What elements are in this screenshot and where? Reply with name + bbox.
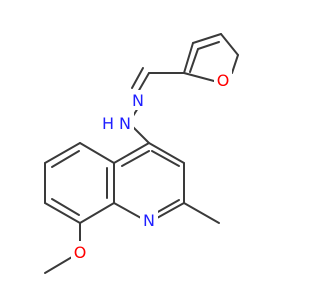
substituents bbox=[44, 202, 220, 274]
bond-b-c8-c8a bbox=[79, 202, 115, 224]
furan-ring bbox=[183, 33, 239, 82]
quinoline-rings bbox=[44, 142, 185, 224]
bond-q-c2-n-inner bbox=[155, 199, 180, 214]
bond-q-c4-c3 bbox=[148, 142, 185, 164]
methoxy-oxygen-label: O bbox=[74, 243, 87, 262]
bond-b-c5-c6-inner bbox=[51, 150, 80, 168]
bond-furan-c3-c4-inner bbox=[197, 41, 220, 50]
bond-ch-n-double-1 bbox=[137, 72, 150, 93]
bond-q-c4a-c4 bbox=[113, 142, 150, 164]
bond-furan-c2-c3-inner bbox=[189, 48, 199, 73]
bond-q-c4-c3-inner bbox=[151, 150, 180, 167]
bond-o-ch3-methoxy bbox=[44, 256, 73, 274]
bond-furan-o-c2 bbox=[183, 72, 215, 82]
bond-furan-c5-o bbox=[231, 54, 239, 74]
bond-q-c2-n bbox=[156, 202, 185, 219]
bond-b-c5-c6 bbox=[44, 142, 81, 164]
hydrazine-nitrogen-label: N bbox=[119, 114, 131, 133]
bond-b-c7-c8 bbox=[44, 202, 81, 224]
atom-labels: O N N H N O bbox=[71, 69, 232, 262]
structure-drawing: O N N H N O bbox=[44, 33, 239, 274]
bond-furan-c2-c3 bbox=[183, 42, 194, 74]
bond-furan-c3-c4 bbox=[192, 33, 222, 44]
bond-q-c4a-c4-inner bbox=[121, 150, 150, 167]
bond-b-c4a-c5 bbox=[79, 142, 115, 164]
hydrazine-hydrogen-label: H bbox=[102, 114, 114, 133]
molecule-diagram: O N N H N O bbox=[44, 33, 239, 274]
bond-b-c7-c8-inner bbox=[51, 198, 80, 216]
bond-q-n-c8a bbox=[113, 202, 142, 219]
bond-methyl bbox=[183, 202, 220, 224]
bond-nh-quinoline bbox=[131, 125, 150, 144]
bond-furan-c4-c5 bbox=[220, 33, 239, 56]
quinoline-nitrogen-label: N bbox=[143, 211, 155, 230]
furan-oxygen-label: O bbox=[217, 71, 230, 90]
bond-ch-n-double-2 bbox=[131, 67, 144, 89]
imine-nitrogen-label: N bbox=[132, 91, 144, 110]
